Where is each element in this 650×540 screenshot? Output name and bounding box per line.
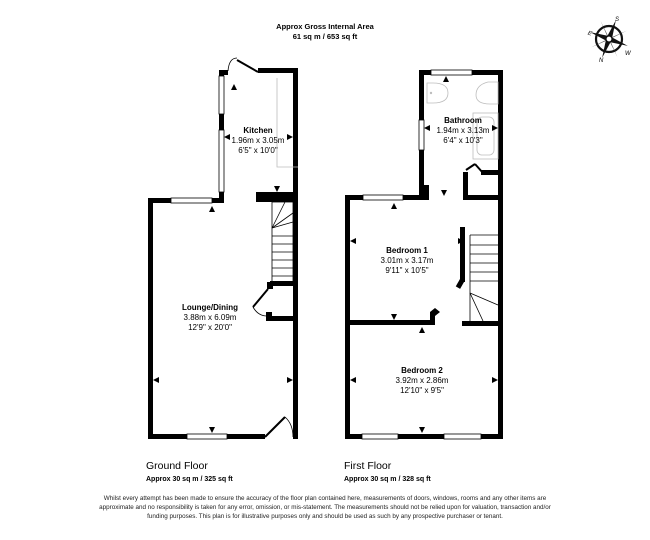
kitchen-top-wall-left: [219, 70, 228, 75]
sink-icon: [475, 81, 499, 105]
first-stairs: [469, 234, 499, 322]
gross-area-heading: Approx Gross Internal Area: [276, 22, 374, 31]
room-metric: 3.92m x 2.86m: [395, 376, 449, 385]
room-label-bathroom: Bathroom 1.94m x 3.13m 6'4" x 10'3": [428, 116, 498, 146]
kitchen-worktop: [276, 78, 298, 168]
room-metric: 1.94m x 3.13m: [436, 126, 490, 135]
room-label-bedroom-2: Bedroom 2 3.92m x 2.86m 12'10" x 9'5": [387, 366, 457, 396]
compass-north-label: N: [599, 58, 604, 63]
bathroom-arrow-left: [424, 125, 430, 131]
kitchen-arrow-top: [231, 84, 237, 90]
room-name: Bedroom 1: [386, 246, 428, 255]
room-label-kitchen: Kitchen 1.96m x 3.05m 6'5" x 10'0": [226, 126, 290, 156]
front-door-swing: [284, 416, 294, 438]
bedroom1-arrow-top: [391, 203, 397, 209]
first-right-wall: [498, 70, 503, 439]
bathroom-window-left: [418, 119, 425, 151]
room-metric: 3.88m x 6.09m: [183, 313, 237, 322]
compass-rose-icon: S E W N: [587, 17, 632, 63]
kitchen-arrow-left: [224, 134, 230, 140]
ground-floor-plan: [148, 57, 298, 440]
bathroom-top-wall-right: [472, 70, 503, 75]
bathroom-top-wall-left: [419, 70, 431, 75]
lounge-window-bottom: [186, 433, 228, 440]
bedroom2-window-right: [443, 433, 482, 440]
cupboard-bottom-wall: [268, 316, 298, 321]
lounge-arrow-left: [153, 377, 159, 383]
room-name: Bedroom 2: [401, 366, 443, 375]
disclaimer-text: Whilst every attempt has been made to en…: [99, 495, 551, 520]
bathroom-window-top: [430, 69, 473, 76]
cupboard-top-wall: [270, 281, 298, 286]
lounge-bottom-wall-right: [227, 434, 265, 439]
room-metric: 3.01m x 3.17m: [380, 256, 434, 265]
cupboard-door-leaf: [252, 288, 269, 308]
bathroom-bottom-wall-right: [463, 195, 503, 200]
lounge-arrow-right: [287, 377, 293, 383]
room-imperial: 12'9" x 20'0": [188, 323, 232, 332]
lounge-window-top: [170, 197, 213, 204]
bedroom2-arrow-left: [350, 377, 356, 383]
gross-area-title: Approx Gross Internal Area 61 sq m / 653…: [0, 22, 650, 42]
first-left-wall: [345, 195, 350, 439]
lounge-left-wall: [148, 198, 153, 439]
room-imperial: 6'5" x 10'0": [238, 146, 278, 155]
room-imperial: 12'10" x 9'5": [400, 386, 444, 395]
ground-floor-title: Ground Floor: [146, 460, 208, 472]
room-label-bedroom-1: Bedroom 1 3.01m x 3.17m 9'11" x 10'5": [372, 246, 442, 276]
bathroom-arrow-top: [443, 76, 449, 82]
bath-icon: [472, 112, 499, 160]
compass-south-label: S: [615, 17, 619, 23]
cupboard-door-swing: [252, 306, 268, 317]
bedroom2-window-left: [361, 433, 399, 440]
lounge-arrow-bottom: [209, 427, 215, 433]
bedroom-divider-wall: [345, 320, 433, 325]
kitchen-window-upper: [218, 75, 225, 115]
lounge-top-wall-left: [148, 198, 171, 203]
kitchen-window-lower: [218, 129, 225, 193]
ground-stairs: [271, 201, 294, 283]
room-imperial: 9'11" x 10'5": [385, 266, 429, 275]
first-floor-plan: [345, 69, 503, 440]
kitchen-arrow-right: [287, 134, 293, 140]
bathroom-arrow-right: [492, 125, 498, 131]
room-name: Lounge/Dining: [182, 303, 238, 312]
room-metric: 1.96m x 3.05m: [231, 136, 285, 145]
ground-right-wall: [293, 68, 298, 439]
first-floor-title: First Floor: [344, 460, 392, 472]
front-door-leaf: [264, 416, 286, 438]
bedroom1-arrow-right: [458, 238, 464, 244]
bedroom2-arrow-right: [492, 377, 498, 383]
room-name: Bathroom: [444, 116, 482, 125]
compass-east-label: E: [587, 30, 594, 37]
ground-floor-area: Approx 30 sq m / 325 sq ft: [146, 476, 233, 483]
kitchen-top-wall-right: [258, 68, 298, 73]
room-label-lounge-dining: Lounge/Dining 3.88m x 6.09m 12'9" x 20'0…: [170, 303, 250, 333]
room-name: Kitchen: [243, 126, 273, 135]
kitchen-door-leaf: [236, 59, 259, 73]
bedroom2-arrow-bottom: [419, 427, 425, 433]
first-floor-area: Approx 30 sq m / 328 sq ft: [344, 476, 431, 483]
kitchen-door-swing: [227, 57, 238, 72]
lounge-arrow-top: [209, 206, 215, 212]
first-bottom-wall: [345, 434, 503, 439]
bathroom-arrow-bottom: [441, 190, 447, 196]
kitchen-stair-partition: [256, 192, 298, 202]
kitchen-arrow-bottom: [274, 186, 280, 192]
bedroom1-window: [362, 194, 404, 201]
compass-west-label: W: [625, 51, 632, 57]
stairwell-bottom-wall: [462, 321, 503, 326]
stairwell-left-wall: [460, 227, 465, 282]
lounge-bottom-wall-left: [148, 434, 187, 439]
bedroom1-arrow-left: [350, 238, 356, 244]
room-imperial: 6'4" x 10'3": [443, 136, 483, 145]
gross-area-value: 61 sq m / 653 sq ft: [292, 32, 358, 41]
bedroom1-arrow-bottom: [391, 314, 397, 320]
bathroom-fixtures: [426, 81, 499, 160]
toilet-icon: [426, 82, 449, 104]
bedroom2-arrow-top: [419, 327, 425, 333]
